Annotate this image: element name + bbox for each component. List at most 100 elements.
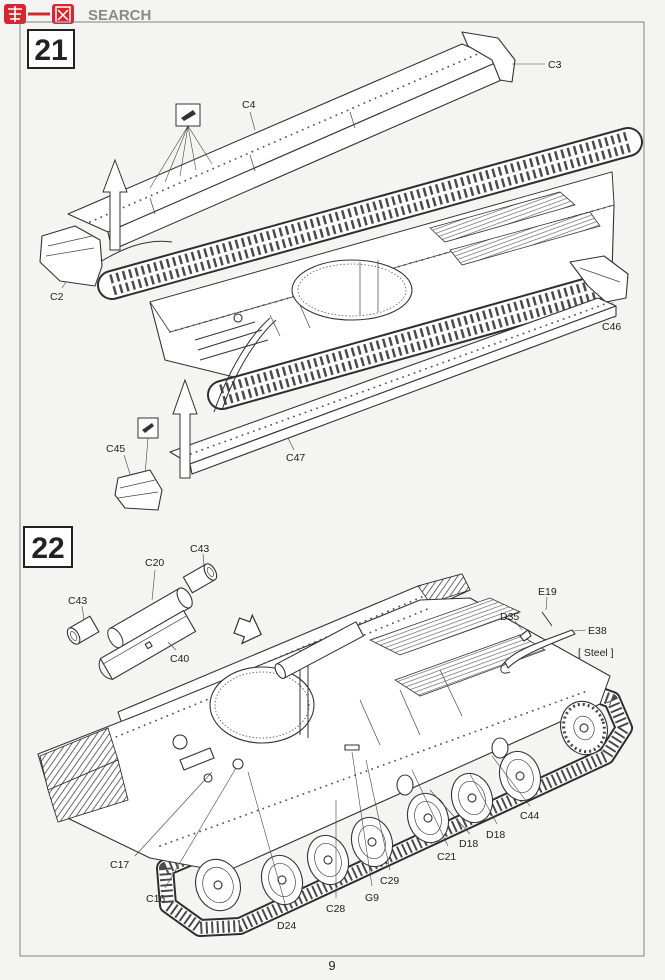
step-22-number-box — [23, 526, 73, 568]
part-c3 — [461, 31, 516, 83]
label-c40: C40 — [170, 653, 189, 665]
leader-c44 — [491, 755, 531, 807]
headlight — [172, 734, 188, 750]
engine-deck-grille-22b — [394, 634, 546, 697]
leader-e19 — [545, 596, 548, 611]
label-d24: D24 — [277, 920, 296, 932]
turret-ring-teeth — [297, 263, 407, 317]
page-frame — [19, 21, 645, 957]
label-c45: C45 — [106, 443, 125, 455]
tow-cable — [99, 240, 173, 263]
far-track — [97, 127, 643, 300]
road-wheel — [406, 792, 450, 844]
label-d18-upper: D18 — [486, 829, 505, 841]
step-21-number: 21 — [34, 34, 67, 67]
direction-arrow-icon — [102, 158, 128, 251]
leader-c47 — [287, 437, 295, 451]
part-c20 — [107, 587, 193, 649]
leader-c2 — [61, 281, 67, 289]
leader-c20 — [151, 569, 156, 601]
step-22-number: 22 — [31, 532, 64, 565]
watermark-brand-text: SEARCH — [88, 7, 151, 24]
return-roller — [396, 737, 509, 796]
direction-arrow-icon — [172, 378, 198, 479]
leader-c4 — [249, 111, 256, 131]
road-wheels — [195, 700, 608, 912]
engine-deck-grille — [429, 191, 576, 243]
label-d18-lower: D18 — [459, 838, 478, 850]
part-c40 — [98, 610, 197, 680]
hull-fitting — [232, 758, 244, 770]
part-e38 — [504, 629, 576, 669]
label-c3: C3 — [548, 59, 562, 71]
drive-sprocket — [560, 700, 608, 756]
road-wheel — [498, 750, 542, 802]
hull-tool-box — [179, 747, 215, 771]
leader-c17 — [134, 771, 213, 857]
exhaust-pipe — [274, 621, 365, 679]
label-d35: D35 — [500, 611, 519, 623]
leader-d35 — [514, 620, 523, 631]
label-c47: C47 — [286, 452, 305, 464]
label-c46: C46 — [602, 321, 621, 333]
hull-deck — [37, 597, 611, 873]
near-track — [207, 271, 625, 410]
leader-d24 — [247, 771, 289, 915]
leader-c29 — [365, 759, 391, 871]
idler-wheel — [195, 858, 241, 912]
logo-glyph-left — [8, 6, 22, 22]
leader-c45 — [123, 454, 131, 475]
label-c43-left: C43 — [68, 595, 87, 607]
leader-c43-left — [81, 605, 85, 621]
turret-ring-22 — [209, 666, 315, 744]
label-c16: C16 — [146, 893, 165, 905]
front-plate-lines — [194, 321, 269, 361]
fender-support-strip — [213, 317, 271, 413]
road-wheel — [260, 854, 304, 906]
engine-deck-grille-22 — [368, 597, 522, 656]
road-wheel — [350, 816, 394, 868]
road-wheel — [450, 772, 494, 824]
glue-icon — [137, 417, 159, 476]
part-c43-left — [66, 615, 100, 645]
label-c28: C28 — [326, 903, 345, 915]
engine-deck-grille-rear — [449, 211, 601, 266]
assembly-arrow-icon — [233, 613, 263, 645]
hull-hatch-knob — [233, 313, 243, 323]
leader-d18-lower — [429, 789, 471, 835]
label-c20: C20 — [145, 557, 164, 569]
label-e38: E38 — [588, 625, 607, 637]
front-mudguard-lower — [47, 759, 129, 823]
hull-body — [149, 171, 615, 379]
fender-c4 — [67, 43, 507, 251]
leader-c40 — [167, 641, 177, 651]
label-g9: G9 — [365, 892, 379, 904]
part-d35 — [519, 629, 532, 642]
step-21: 21 — [27, 29, 643, 511]
label-c4: C4 — [242, 99, 256, 111]
label-c29: C29 — [380, 875, 399, 887]
leader-g9 — [351, 751, 373, 887]
part-c2 — [39, 225, 103, 287]
label-c21: C21 — [437, 851, 456, 863]
material-note: [ Steel ] — [578, 647, 614, 659]
page-number: 9 — [328, 958, 335, 973]
watermark-logo: SEARCH — [4, 4, 151, 24]
leader-e38 — [573, 629, 587, 632]
turret-ring — [291, 259, 413, 321]
leader-c21 — [411, 769, 449, 847]
leader-c43-top — [202, 553, 205, 567]
hull-bulkhead — [359, 260, 379, 315]
leader-d18-upper — [469, 773, 498, 825]
label-c43-top: C43 — [190, 543, 209, 555]
label-c44: C44 — [520, 810, 539, 822]
leader-c16 — [164, 767, 237, 889]
part-e19 — [541, 611, 553, 627]
part-c43-top — [182, 563, 218, 594]
label-c17: C17 — [110, 859, 129, 871]
fender-c47 — [169, 297, 617, 475]
turret-ring-teeth-22 — [214, 671, 310, 739]
label-c2: C2 — [50, 291, 64, 303]
